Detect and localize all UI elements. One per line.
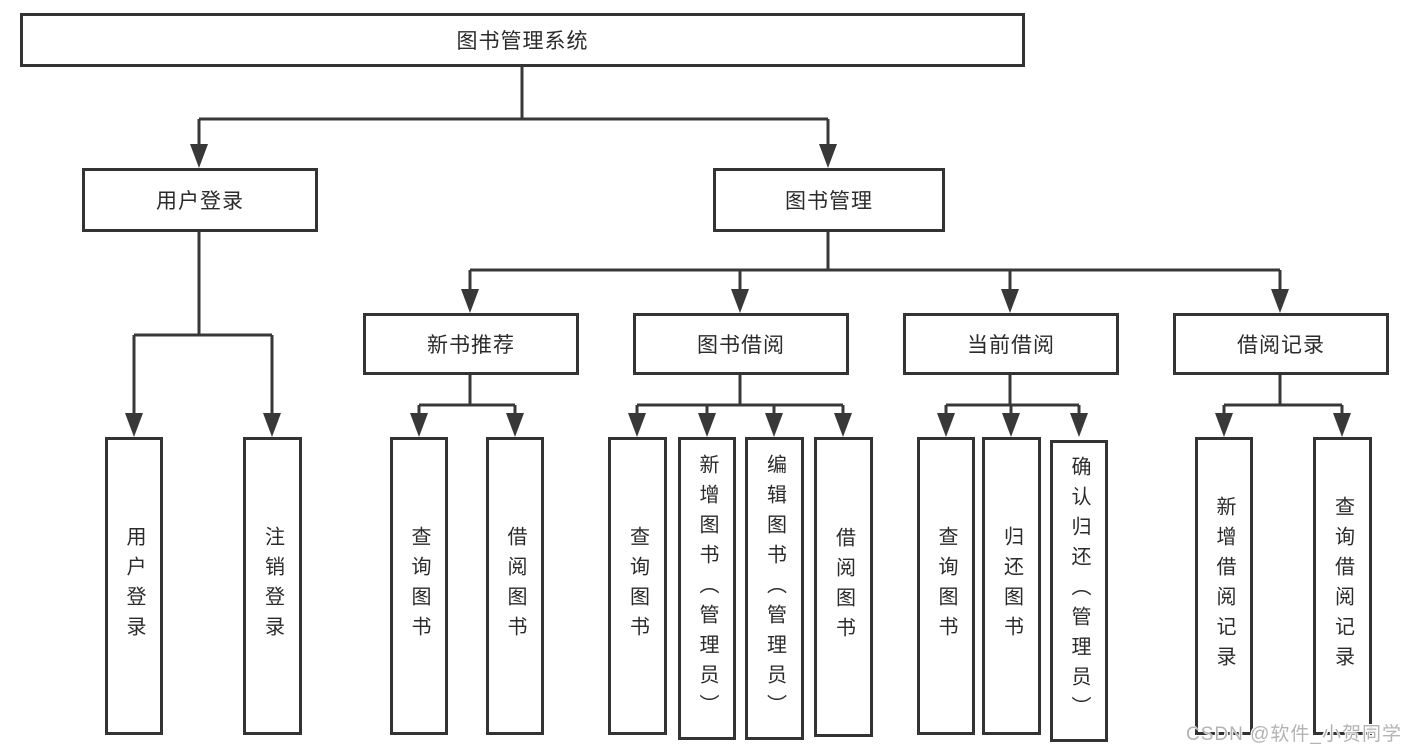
leaf-query-books-current-label: 查询图书: [935, 526, 957, 646]
node-borrowing-records: 借阅记录: [1173, 313, 1389, 375]
leaf-user-login-label: 用户登录: [123, 526, 145, 646]
leaf-confirm-return-admin-label: 确认归还（管理员）: [1068, 456, 1090, 726]
leaf-query-books-borrow-label: 查询图书: [626, 526, 649, 646]
leaf-edit-book-admin-label: 编辑图书（管理员）: [763, 453, 786, 724]
leaf-return-book: 归还图书: [982, 437, 1041, 735]
leaf-query-books-current: 查询图书: [917, 437, 975, 735]
node-library-system-label: 图书管理系统: [456, 30, 589, 53]
leaf-query-borrow-record-label: 查询借阅记录: [1331, 496, 1354, 676]
leaf-add-borrow-record: 新增借阅记录: [1195, 437, 1253, 735]
leaf-borrow-books: 借阅图书: [814, 437, 873, 737]
node-book-borrowing: 图书借阅: [633, 313, 849, 375]
node-current-borrowing-label: 当前借阅: [967, 334, 1055, 357]
node-library-system: 图书管理系统: [20, 13, 1025, 67]
leaf-add-book-admin: 新增图书（管理员）: [678, 437, 736, 740]
node-borrowing-records-label: 借阅记录: [1237, 334, 1325, 357]
leaf-borrow-books-label: 借阅图书: [832, 527, 855, 647]
node-book-borrowing-label: 图书借阅: [697, 334, 785, 357]
node-user-login: 用户登录: [82, 168, 318, 232]
arrowhead-icons: [125, 144, 1351, 437]
leaf-query-borrow-record: 查询借阅记录: [1313, 437, 1372, 735]
leaf-query-books-borrow: 查询图书: [608, 437, 667, 735]
node-user-login-label: 用户登录: [156, 190, 244, 213]
node-book-management: 图书管理: [713, 168, 945, 232]
leaf-logout-label: 注销登录: [261, 526, 284, 646]
leaf-query-books-recommend: 查询图书: [390, 437, 448, 735]
leaf-logout: 注销登录: [243, 437, 302, 735]
leaf-add-book-admin-label: 新增图书（管理员）: [696, 453, 718, 724]
leaf-borrow-books-recommend-label: 借阅图书: [504, 526, 526, 646]
node-new-book-recommend-label: 新书推荐: [427, 334, 515, 357]
node-current-borrowing: 当前借阅: [903, 313, 1119, 375]
leaf-return-book-label: 归还图书: [1000, 526, 1023, 646]
leaf-user-login: 用户登录: [105, 437, 163, 735]
leaf-confirm-return-admin: 确认归还（管理员）: [1050, 440, 1108, 742]
leaf-edit-book-admin: 编辑图书（管理员）: [745, 437, 804, 740]
leaf-add-borrow-record-label: 新增借阅记录: [1213, 496, 1235, 676]
leaf-query-books-recommend-label: 查询图书: [408, 526, 430, 646]
node-book-management-label: 图书管理: [785, 190, 873, 213]
node-new-book-recommend: 新书推荐: [363, 313, 579, 375]
leaf-borrow-books-recommend: 借阅图书: [486, 437, 544, 735]
